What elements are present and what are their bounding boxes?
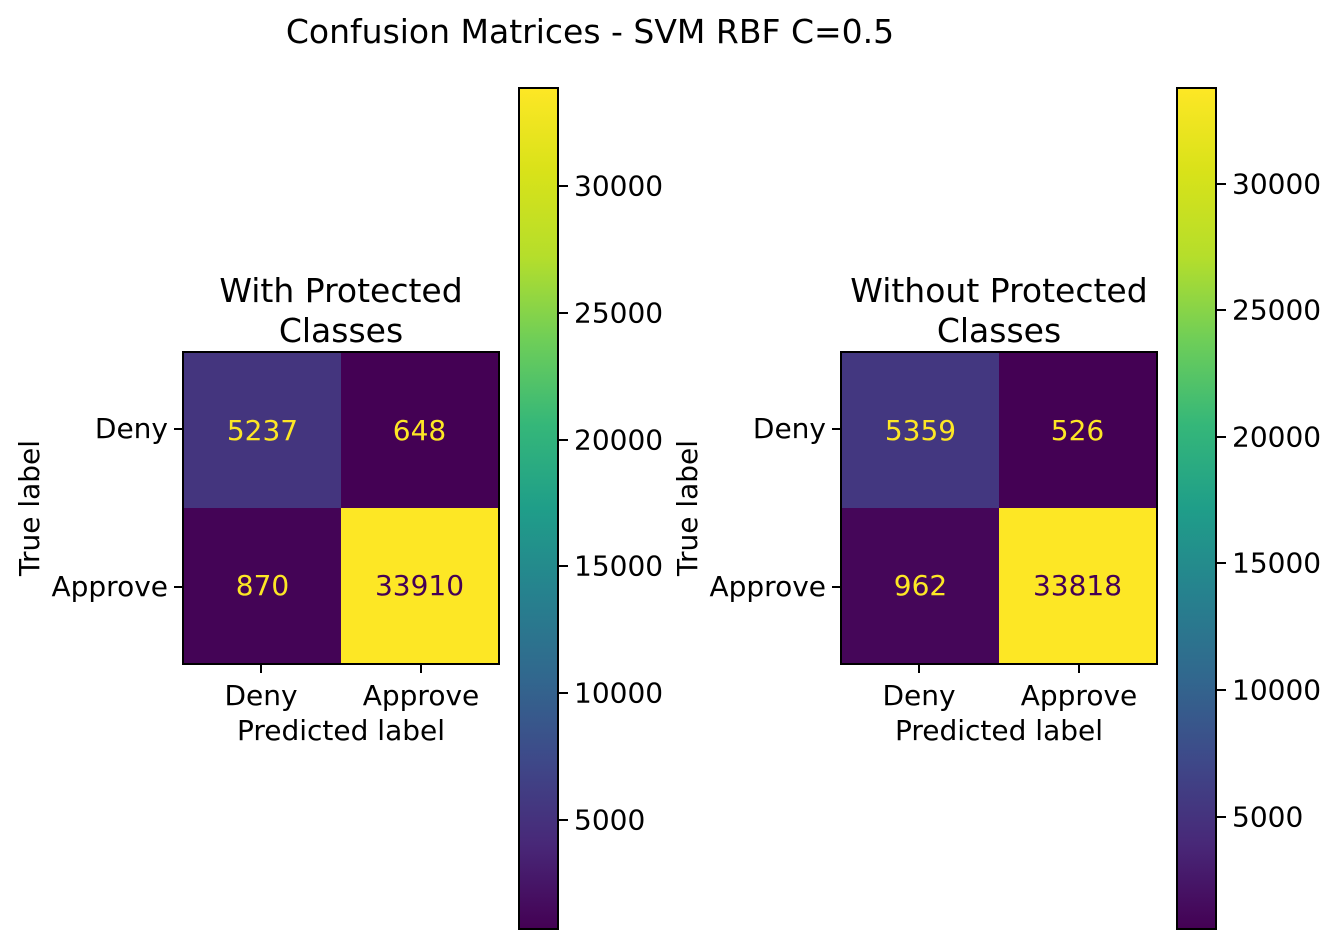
xtick-label-approve: Approve xyxy=(1020,679,1138,712)
confusion-matrix: 5237 648 870 33910 xyxy=(182,351,500,665)
colorbar: 5000 10000 15000 20000 25000 30000 xyxy=(1176,87,1340,930)
colorbar-tick-mark xyxy=(1217,182,1226,185)
colorbar-tick-mark xyxy=(559,438,568,441)
colorbar-tick-mark xyxy=(559,311,568,314)
colorbar-tick-label: 20000 xyxy=(574,423,664,457)
colorbar-tick-mark xyxy=(1217,309,1226,312)
xtick-label-approve: Approve xyxy=(362,679,480,712)
cell-true-approve-pred-deny: 962 xyxy=(842,508,999,663)
cell-true-approve-pred-approve: 33818 xyxy=(999,508,1156,663)
ytick-mark xyxy=(832,428,840,430)
cell-true-approve-pred-approve: 33910 xyxy=(341,508,498,663)
colorbar-tick-mark xyxy=(559,565,568,568)
axes-title-line-1: Without Protected xyxy=(850,271,1148,310)
xtick-mark xyxy=(1078,665,1080,673)
figure-title: Confusion Matrices - SVM RBF C=0.5 xyxy=(285,12,895,51)
colorbar-tick-label: 25000 xyxy=(1232,293,1322,327)
colorbar-gradient xyxy=(518,87,559,930)
xtick-mark xyxy=(260,665,262,673)
colorbar-tick-label: 15000 xyxy=(574,549,664,583)
colorbar-tick-label: 5000 xyxy=(1232,800,1304,834)
colorbar-tick-mark xyxy=(559,185,568,188)
colorbar-tick-mark xyxy=(1217,689,1226,692)
cell-true-approve-pred-deny: 870 xyxy=(184,508,341,663)
cell-true-deny-pred-approve: 648 xyxy=(341,353,498,508)
ytick-mark xyxy=(174,428,182,430)
xaxis-label: Predicted label xyxy=(894,714,1104,747)
cell-true-deny-pred-deny: 5359 xyxy=(842,353,999,508)
cell-true-deny-pred-approve: 526 xyxy=(999,353,1156,508)
colorbar-tick-label: 15000 xyxy=(1232,546,1322,580)
axes-title-line-1: With Protected xyxy=(219,271,463,310)
colorbar-tick-label: 5000 xyxy=(574,803,646,837)
ytick-label-approve: Approve xyxy=(51,570,168,603)
colorbar-gradient xyxy=(1176,87,1217,930)
subplot-with-protected-classes: With Protected Classes 5237 648 870 3391… xyxy=(13,87,663,930)
colorbar-tick-label: 10000 xyxy=(574,676,664,710)
ytick-label-approve: Approve xyxy=(709,570,826,603)
colorbar-tick-mark xyxy=(1217,562,1226,565)
colorbar-tick-mark xyxy=(559,691,568,694)
ytick-label-deny: Deny xyxy=(752,412,826,445)
ytick-label-deny: Deny xyxy=(94,412,168,445)
xtick-mark xyxy=(420,665,422,673)
xtick-label-deny: Deny xyxy=(224,679,298,712)
colorbar-tick-label: 30000 xyxy=(1232,167,1322,201)
yaxis-label: True label xyxy=(671,439,704,577)
xtick-label-deny: Deny xyxy=(882,679,956,712)
colorbar-tick-label: 25000 xyxy=(574,296,664,330)
colorbar-tick-label: 30000 xyxy=(574,169,664,203)
confusion-matrix: 5359 526 962 33818 xyxy=(840,351,1158,665)
axes-title: Without Protected Classes xyxy=(680,271,1318,351)
ytick-mark xyxy=(832,586,840,588)
colorbar-tick-mark xyxy=(559,818,568,821)
ytick-mark xyxy=(174,586,182,588)
axes-title: With Protected Classes xyxy=(22,271,660,351)
axes-title-line-2: Classes xyxy=(936,311,1062,350)
xaxis-label: Predicted label xyxy=(236,714,446,747)
xtick-mark xyxy=(918,665,920,673)
axes-title-line-2: Classes xyxy=(278,311,404,350)
colorbar-tick-label: 20000 xyxy=(1232,420,1322,454)
colorbar-tick-mark xyxy=(1217,435,1226,438)
yaxis-label: True label xyxy=(13,439,46,577)
colorbar-tick-label: 10000 xyxy=(1232,673,1322,707)
colorbar-tick-mark xyxy=(1217,815,1226,818)
subplot-without-protected-classes: Without Protected Classes 5359 526 962 3… xyxy=(658,0,1340,950)
colorbar: 5000 10000 15000 20000 25000 30000 xyxy=(518,87,688,930)
cell-true-deny-pred-deny: 5237 xyxy=(184,353,341,508)
